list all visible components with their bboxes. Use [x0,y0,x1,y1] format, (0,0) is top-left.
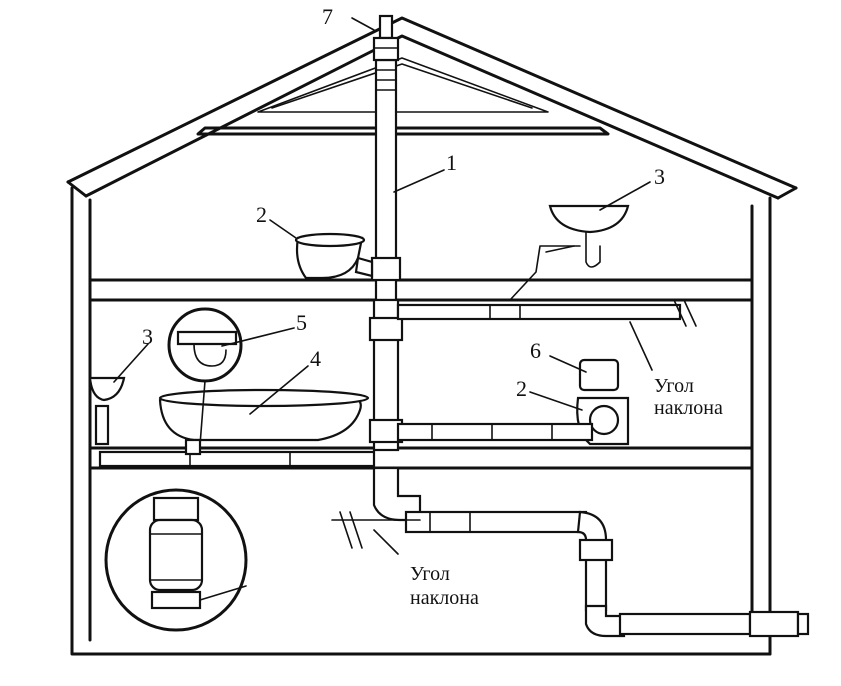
vent-stack [368,14,422,522]
upper-floor-fixtures [294,204,697,371]
house-walls [70,186,772,656]
label-2-upper: 2 [256,202,267,227]
leader-1 [393,169,445,193]
toilet-upper [295,236,364,280]
leader-5 [221,327,295,347]
floors [88,278,754,470]
label-3-upper: 3 [654,164,665,189]
basement-drain [104,488,810,638]
detail-pipe-joint-circle [104,488,248,632]
slope-lower-line2: наклона [410,587,479,609]
leader-2-middle [529,391,583,411]
sink-middle [88,376,126,402]
leader-2-upper [269,219,297,239]
label-7: 7 [322,4,333,29]
label-6: 6 [530,338,541,363]
vent-cap [378,14,394,40]
label-3-middle: 3 [142,324,153,349]
slope-upper-line1: Угол [654,375,694,397]
slope-lower-line1: Угол [410,563,450,585]
label-1: 1 [446,150,457,175]
label-2-middle: 2 [516,376,527,401]
sink-upper [548,204,630,234]
toilet-cistern [578,358,620,392]
slope-upper-line2: наклона [654,397,723,419]
middle-floor-fixtures [88,307,630,468]
label-4: 4 [310,346,321,371]
leader-3-middle [113,343,149,383]
lower-floor-slab [88,446,754,470]
roof [66,16,798,200]
leader-lines [113,17,651,415]
label-5: 5 [296,310,307,335]
leader-3-upper [599,181,651,211]
leader-4 [249,365,309,415]
upper-floor-slab [88,278,754,302]
leader-6 [549,355,587,373]
leader-7 [351,17,375,31]
